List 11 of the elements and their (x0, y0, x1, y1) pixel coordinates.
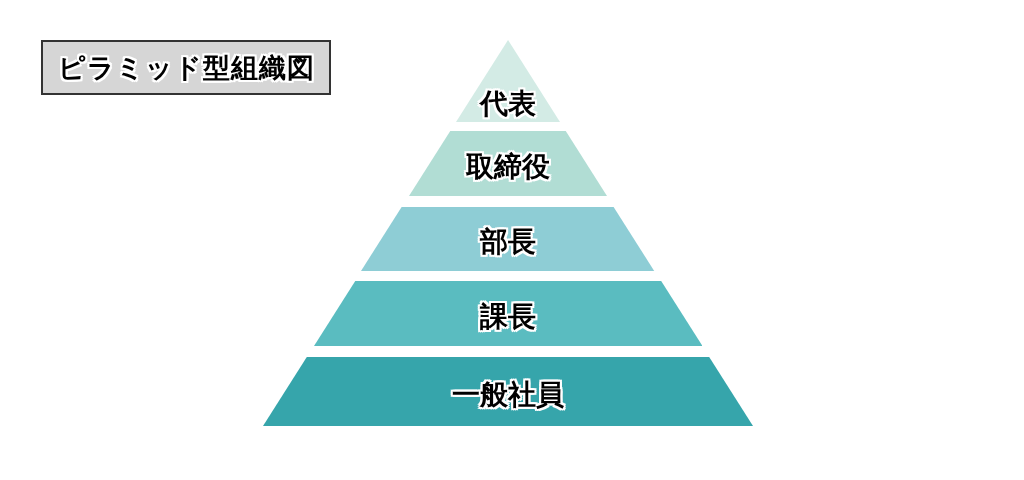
tier-label: 部長 (480, 225, 536, 260)
pyramid-tier (409, 131, 607, 196)
pyramid-tier (263, 357, 753, 426)
tier-label: 取締役 (466, 149, 550, 184)
tier-label: 一般社員 (452, 377, 564, 412)
tier-label: 課長 (480, 299, 536, 334)
pyramid-tier (361, 207, 655, 271)
tier-label: 代表 (480, 86, 536, 121)
diagram-title: ピラミッド型組織図 (41, 40, 331, 95)
pyramid-tier (313, 281, 703, 346)
pyramid-tier (455, 40, 561, 122)
